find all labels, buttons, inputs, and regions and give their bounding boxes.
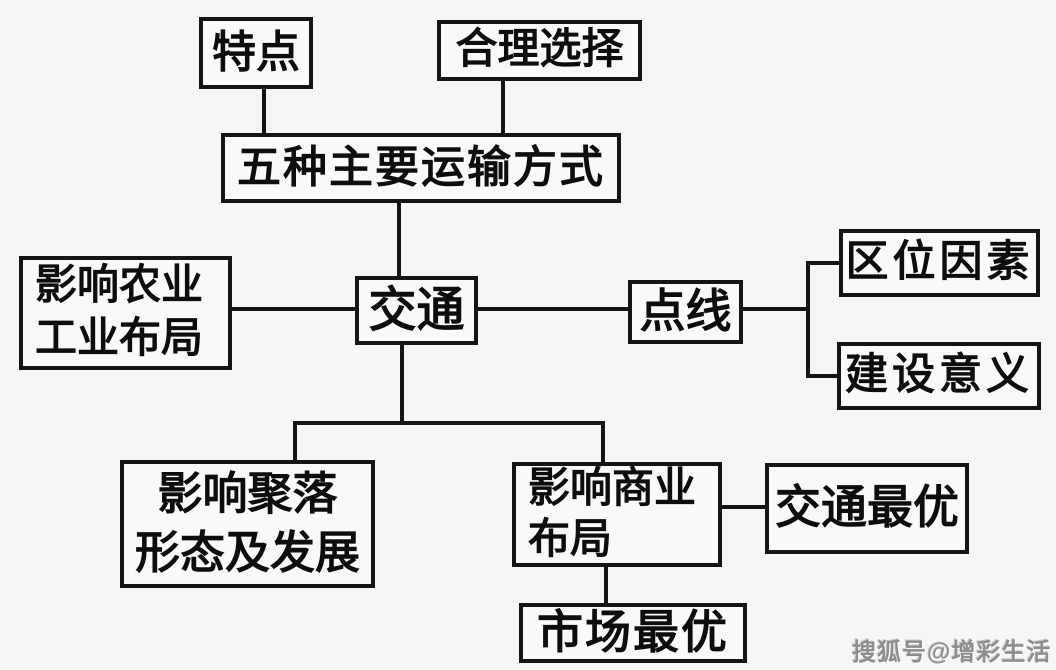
node-jiaotong-label: 交通 [368, 283, 465, 337]
node-dianxian: 点线 [628, 280, 743, 344]
node-jianshe-label: 建设意义 [845, 352, 1033, 400]
connector-tbar-shangye [601, 421, 605, 464]
connector-jiaotong-down [400, 344, 404, 425]
node-nongye: 影响农业 工业布局 [19, 256, 232, 370]
node-jianshe: 建设意义 [837, 342, 1041, 410]
node-juluo: 影响聚落 形态及发展 [120, 460, 375, 588]
node-shangye-line2: 布局 [528, 516, 613, 563]
node-jiaotong-zuiyou: 交通最优 [765, 463, 969, 554]
connector-nongye-jiaotong [231, 307, 356, 311]
node-shichang-zuiyou: 市场最优 [519, 603, 747, 663]
connector-jiaotong-dianxian [477, 307, 629, 311]
node-nongye-line1: 影响农业 [35, 263, 204, 310]
node-tedian: 特点 [199, 17, 313, 89]
node-wuzhong-label: 五种主要运输方式 [237, 142, 605, 192]
watermark-text: 搜狐号@增彩生活 [852, 639, 1052, 666]
connector-branch-vertical [806, 261, 810, 378]
node-nongye-line2: 工业布局 [35, 316, 204, 362]
node-juluo-line1: 影响聚落 [157, 468, 338, 519]
node-tedian-label: 特点 [212, 27, 300, 77]
connector-wuzhong-jiaotong [397, 202, 401, 277]
connector-tbar-juluo [293, 421, 297, 462]
connector-branch-quwei [806, 261, 841, 265]
node-juluo-line2: 形态及发展 [134, 528, 360, 578]
connector-dianxian-branch [742, 307, 810, 311]
node-heli-xuanze: 合理选择 [437, 20, 642, 81]
node-shangye-line1: 影响商业 [528, 466, 697, 513]
node-dianxian-label: 点线 [639, 285, 732, 337]
connector-heli-wuzhong [501, 80, 505, 134]
connector-shangye-jtzuiyou [720, 505, 767, 509]
connector-shangye-sczuiyou [604, 565, 608, 605]
node-shangye: 影响商业 布局 [512, 462, 722, 567]
connector-bottom-tbar [293, 421, 605, 425]
node-shichang-zuiyou-label: 市场最优 [537, 606, 729, 658]
node-jiaotong-zuiyou-label: 交通最优 [775, 482, 959, 534]
node-quwei: 区位因素 [839, 229, 1040, 297]
node-wuzhong: 五种主要运输方式 [221, 133, 621, 203]
node-heli-xuanze-label: 合理选择 [455, 27, 624, 74]
node-quwei-label: 区位因素 [845, 239, 1034, 287]
connector-tedian-wuzhong [262, 88, 266, 134]
node-jiaotong: 交通 [355, 276, 478, 345]
connector-branch-jianshe [806, 374, 839, 378]
